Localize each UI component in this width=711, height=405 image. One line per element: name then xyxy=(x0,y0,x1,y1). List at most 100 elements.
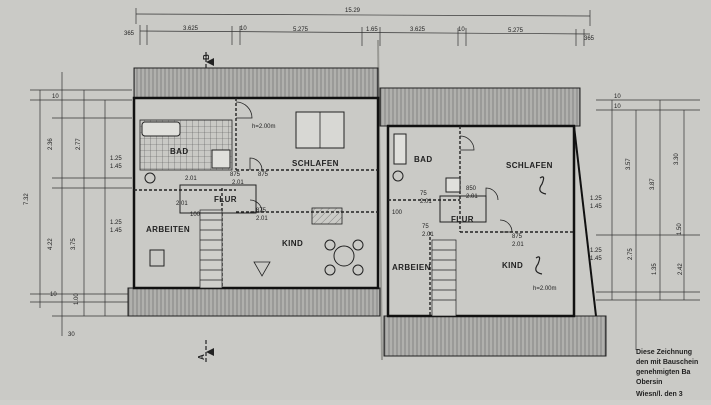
right-dimension-chain xyxy=(596,99,700,350)
dim-label: 4.22 xyxy=(48,238,54,250)
dim-label: 2.75 xyxy=(628,248,634,260)
room-label-kind-left: KIND xyxy=(282,239,303,248)
bathtub xyxy=(141,121,181,137)
opening-dim: 1.25 xyxy=(110,220,122,226)
dim-label: 2.77 xyxy=(76,138,82,150)
door-mark: 2.01 xyxy=(466,194,478,200)
dim-label: 10 xyxy=(240,26,247,32)
dim-label: 1.00 xyxy=(74,293,80,305)
section-label: A xyxy=(197,354,206,360)
wardrobe xyxy=(311,207,343,225)
sink xyxy=(211,149,231,169)
section-mark-b: B xyxy=(202,52,214,72)
door-mark: 75 xyxy=(422,224,429,230)
table-and-chairs xyxy=(324,239,364,276)
dim-label: 1.35 xyxy=(652,263,658,275)
total-width-label: 15.29 xyxy=(345,8,361,14)
left-dimension-chain xyxy=(30,72,132,336)
opening-dim: 1.45 xyxy=(590,204,602,210)
roof-hatch-top xyxy=(379,87,581,127)
shower xyxy=(393,133,407,165)
dim-label: 10 xyxy=(614,104,621,110)
top-dimension-chain xyxy=(135,8,591,46)
door-mark: 2.01 xyxy=(256,216,268,222)
room-label-arbeiten-right: ARBEIEN xyxy=(392,263,431,272)
handwritten-mark xyxy=(539,176,547,195)
height-note: h=2.00m xyxy=(252,124,276,130)
dim-label: 3.57 xyxy=(626,158,632,170)
dim-label: 10 xyxy=(458,27,465,33)
dim-label: 3.625 xyxy=(183,26,199,32)
door-mark: 100 xyxy=(190,212,201,218)
roof-hatch-bottom xyxy=(127,287,381,317)
door-mark: 875 xyxy=(512,234,523,240)
dim-label: 2.36 xyxy=(48,138,54,150)
door-mark: 875 xyxy=(258,172,269,178)
opening-dim: 1.45 xyxy=(110,164,122,170)
desk xyxy=(149,249,165,267)
opening-dim: 1.45 xyxy=(110,228,122,234)
room-label-flur-right: FLUR xyxy=(451,215,474,224)
toilet xyxy=(144,172,156,184)
stamp-line: Wiesn/l. den 3 xyxy=(636,391,683,398)
flur-box xyxy=(179,184,257,214)
sink xyxy=(445,177,461,193)
dim-label: 1.65 xyxy=(366,27,378,33)
flur-box xyxy=(439,195,487,223)
dim-label: 3.87 xyxy=(650,178,656,190)
dim-label: 10 xyxy=(52,94,59,100)
dim-label: 3.30 xyxy=(674,153,680,165)
room-label-schlafen-right: SCHLAFEN xyxy=(506,161,553,170)
door-mark: 2.01 xyxy=(422,232,434,238)
wall-angle xyxy=(573,125,597,317)
opening-dim: 1.25 xyxy=(590,248,602,254)
dim-label: 10 xyxy=(50,292,57,298)
dim-label: 5.275 xyxy=(293,27,309,33)
door-mark: 2.01 xyxy=(176,201,188,207)
section-mark-a: A xyxy=(197,340,214,362)
stamp-line: genehmigten Ba xyxy=(636,369,691,376)
dim-label: 3.625 xyxy=(410,27,426,33)
outer-wall xyxy=(386,124,576,318)
room-label-arbeiten-left: ARBEITEN xyxy=(146,225,190,234)
stamp-line: Diese Zeichnung xyxy=(636,349,692,356)
door-mark: 850 xyxy=(466,186,477,192)
roof-hatch-bottom xyxy=(383,315,607,357)
dim-label: 2.42 xyxy=(678,263,684,275)
right-unit xyxy=(379,87,607,357)
door-mark: 2.01 xyxy=(232,180,244,186)
dim-label: 30 xyxy=(68,332,75,338)
dim-label: 10 xyxy=(614,94,621,100)
height-note: h=2.00m xyxy=(533,286,557,292)
door-mark: 75 xyxy=(420,191,427,197)
dim-label: 3.75 xyxy=(71,238,77,250)
opening-dim: 1.25 xyxy=(110,156,122,162)
toilet xyxy=(392,170,404,182)
door-mark: 2.01 xyxy=(185,176,197,182)
door-mark: 2.01 xyxy=(420,199,432,205)
stamp-line: den mit Bauschein xyxy=(636,359,698,366)
section-label: B xyxy=(202,54,211,60)
outer-wall xyxy=(132,96,380,290)
roof-hatch-top xyxy=(133,67,379,99)
door-mark: 100 xyxy=(392,210,403,216)
opening-dim: 1.45 xyxy=(590,256,602,262)
stair-right xyxy=(431,239,457,317)
door-mark: 875 xyxy=(230,172,241,178)
room-label-bad-right: BAD xyxy=(414,155,433,164)
door-mark: 875 xyxy=(256,208,267,214)
room-label-kind-right: KIND xyxy=(502,261,523,270)
dim-label: 1.50 xyxy=(677,223,683,235)
room-label-bad-left: BAD xyxy=(170,147,189,156)
opening-dim: 1.25 xyxy=(590,196,602,202)
dim-label: 5.275 xyxy=(508,28,524,34)
stamp-line: Obersin xyxy=(636,379,662,386)
stair-left xyxy=(199,209,223,289)
room-label-flur-left: FLUR xyxy=(214,195,237,204)
dim-label: 7.32 xyxy=(24,193,30,205)
door-mark: 2.01 xyxy=(512,242,524,248)
room-label-schlafen-left: SCHLAFEN xyxy=(292,159,339,168)
left-unit xyxy=(127,67,381,317)
